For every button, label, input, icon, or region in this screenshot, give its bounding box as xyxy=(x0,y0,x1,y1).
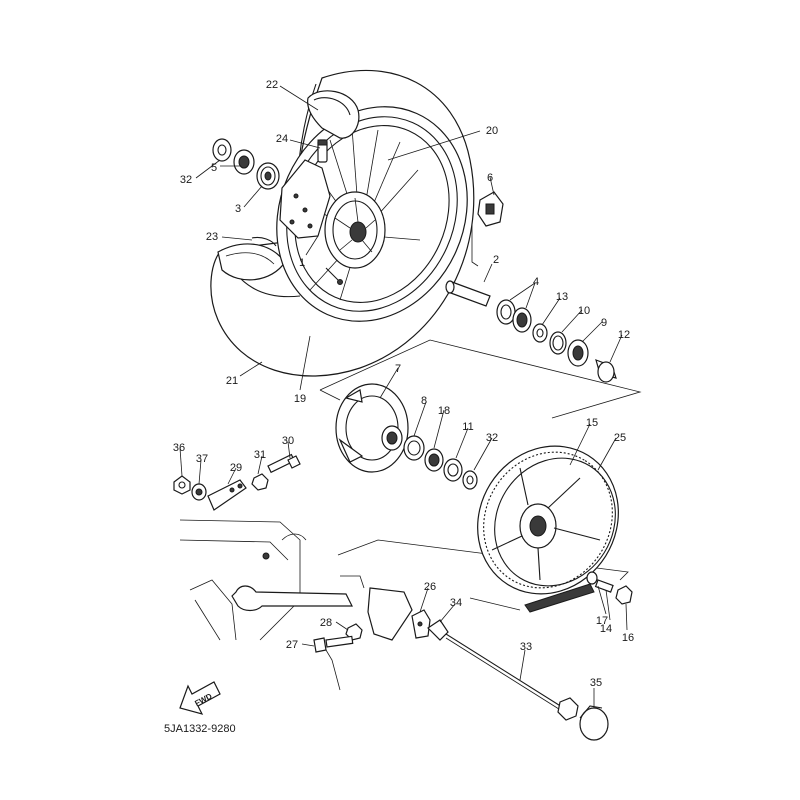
callout-16: 16 xyxy=(622,632,634,644)
swingarm xyxy=(179,519,413,691)
bearing-8 xyxy=(403,435,425,461)
bearing-11 xyxy=(443,458,463,482)
fwd-arrow-icon: FWD xyxy=(179,681,221,715)
callout-36: 36 xyxy=(173,442,185,454)
callout-27: 27 xyxy=(286,639,298,651)
callout-24: 24 xyxy=(276,133,288,145)
callout-32-b: 32 xyxy=(486,432,498,444)
collar-12 xyxy=(595,359,617,383)
o-ring-10 xyxy=(549,331,567,355)
block-6 xyxy=(477,191,504,227)
callout-17: 17 xyxy=(596,615,608,627)
inner-tube xyxy=(307,90,360,139)
chain-puller-29 xyxy=(207,479,247,511)
callout-25: 25 xyxy=(614,432,626,444)
callout-11: 11 xyxy=(462,421,473,433)
bolt-14 xyxy=(586,571,614,593)
callout-26: 26 xyxy=(424,581,436,593)
collar-32 xyxy=(462,470,478,490)
cap-35 xyxy=(579,705,609,741)
bearing-9 xyxy=(567,339,589,367)
callout-8: 8 xyxy=(421,395,427,407)
left-collar-32 xyxy=(212,138,232,162)
belt-pulley xyxy=(477,445,619,595)
callout-10: 10 xyxy=(578,305,590,317)
leader-lines xyxy=(179,85,628,708)
wheel-hub xyxy=(324,191,386,269)
axle-33 xyxy=(445,633,579,721)
diagram-code: 5JA1332-9280 xyxy=(164,723,236,735)
nut-36 xyxy=(173,475,191,495)
callout-30: 30 xyxy=(282,435,294,447)
callout-18: 18 xyxy=(438,405,450,417)
callout-31: 31 xyxy=(254,449,266,461)
callout-32: 32 xyxy=(180,174,192,186)
callout-13: 13 xyxy=(556,291,568,303)
washer-37 xyxy=(191,483,207,501)
bolt-27 xyxy=(313,635,354,653)
callout-numbers: 22 24 20 32 5 3 23 1 6 2 4 13 10 9 12 21… xyxy=(173,79,634,689)
nut-31 xyxy=(251,473,269,491)
callout-3: 3 xyxy=(235,203,241,215)
callout-34: 34 xyxy=(450,597,462,609)
spacer-2 xyxy=(445,280,491,307)
callout-4: 4 xyxy=(533,276,539,288)
callout-15: 15 xyxy=(586,417,598,429)
callout-35: 35 xyxy=(590,677,602,689)
callout-14: 14 xyxy=(600,623,612,635)
callout-33: 33 xyxy=(520,641,532,653)
callout-28: 28 xyxy=(320,617,332,629)
callout-2: 2 xyxy=(493,254,499,266)
drive-belt xyxy=(524,583,595,613)
nut-16 xyxy=(615,585,633,605)
callout-1: 1 xyxy=(299,257,305,269)
valve-stem xyxy=(317,139,328,163)
rim-band xyxy=(251,236,277,247)
bearings-4 xyxy=(496,299,532,333)
callout-9: 9 xyxy=(601,317,607,329)
callout-21: 21 xyxy=(226,375,238,387)
brake-disc xyxy=(279,159,331,239)
bearing-3 xyxy=(256,162,280,190)
callout-22: 22 xyxy=(266,79,278,91)
callout-19: 19 xyxy=(294,393,306,405)
clutch-hub-7 xyxy=(335,383,409,473)
callout-20: 20 xyxy=(486,125,498,137)
callout-5: 5 xyxy=(211,162,217,174)
plate-26 xyxy=(411,609,431,639)
callout-37: 37 xyxy=(196,453,208,465)
balance-weight xyxy=(325,267,343,285)
callout-7: 7 xyxy=(395,363,401,375)
oil-seal-18 xyxy=(424,448,444,472)
callout-12: 12 xyxy=(618,329,630,341)
collar-13 xyxy=(532,323,548,343)
bolt-30 xyxy=(267,453,301,474)
callout-23: 23 xyxy=(206,231,218,243)
oil-seal-5 xyxy=(233,149,255,175)
nut-28 xyxy=(345,623,363,641)
callout-29: 29 xyxy=(230,462,242,474)
plate-34 xyxy=(427,619,449,641)
callout-6: 6 xyxy=(487,172,493,184)
